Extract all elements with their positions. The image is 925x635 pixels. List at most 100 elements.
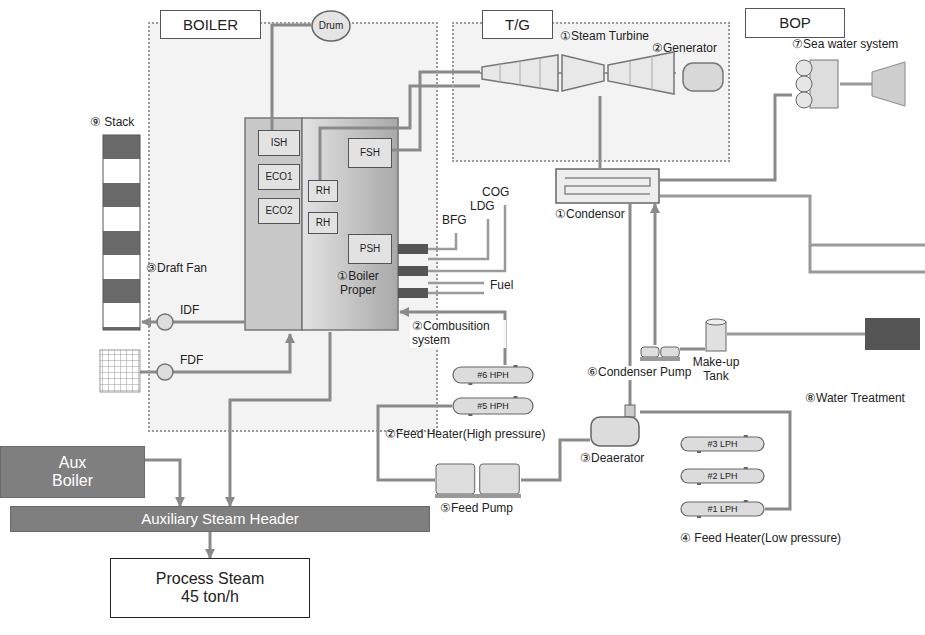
steam-header: Auxiliary Steam Header bbox=[10, 506, 430, 532]
node-label: T/G bbox=[482, 10, 553, 39]
feed-pump: ⑤Feed Pump bbox=[435, 462, 521, 498]
air-intake bbox=[100, 350, 140, 392]
boiler-body bbox=[302, 118, 398, 330]
callout-label: IDF bbox=[180, 304, 199, 318]
pipe-connector bbox=[230, 332, 330, 506]
pipe-connector bbox=[680, 348, 705, 351]
burners bbox=[398, 244, 428, 298]
water-treatment-box bbox=[865, 318, 920, 350]
stack bbox=[103, 135, 140, 330]
deaerator: ③Deaerator bbox=[590, 405, 640, 447]
boiler-proper: ①Boiler Proper RH RH FSH PSH bbox=[304, 120, 400, 332]
node-label: ③Deaerator bbox=[580, 452, 644, 466]
shape-outline bbox=[435, 462, 521, 498]
callout-label: ②Feed Heater(High pressure) bbox=[385, 428, 545, 442]
turbine-generator-area: T/G①Steam Turbine②Generator bbox=[452, 22, 730, 162]
pipe-connector bbox=[209, 532, 212, 558]
node-label: ⑦Sea water system bbox=[792, 38, 898, 52]
callout-label: LDG bbox=[470, 200, 495, 214]
aux-boiler: Aux Boiler bbox=[0, 446, 145, 498]
node-label: BOILER bbox=[160, 10, 261, 39]
node-label: Aux Boiler bbox=[38, 454, 108, 491]
steam-turbine: ①Steam Turbine bbox=[480, 50, 676, 96]
node-label: PSH bbox=[360, 243, 381, 255]
callout-label: COG bbox=[482, 186, 509, 200]
callout-label: ②Combusition system bbox=[410, 320, 506, 348]
idf-fan bbox=[157, 314, 173, 330]
sea-water-pumps: ⑦Sea water system bbox=[792, 58, 840, 110]
boiler-area: BOILERDrumISHECO1ECO2①Boiler ProperRHRHF… bbox=[148, 22, 438, 432]
hp-heater: #6 HPH bbox=[452, 365, 534, 385]
superheater-box: FSH bbox=[348, 138, 392, 168]
shape-outline bbox=[555, 168, 660, 204]
node-label: #2 LPH bbox=[707, 471, 737, 481]
node-label: ①Steam Turbine bbox=[560, 30, 649, 44]
steam-drum: Drum bbox=[311, 10, 351, 42]
process-steam-box: Process Steam 45 ton/h bbox=[110, 558, 310, 618]
shape-outline bbox=[640, 345, 680, 361]
pipe-connector bbox=[320, 86, 480, 180]
node-label: RH bbox=[316, 217, 330, 229]
shape-outline bbox=[590, 405, 640, 447]
shape-outline bbox=[480, 50, 676, 96]
reheater-box: RH bbox=[308, 212, 338, 234]
node-label: ⑥Condenser Pump bbox=[585, 366, 693, 380]
economizer-column bbox=[245, 118, 302, 330]
shape-outline bbox=[792, 58, 840, 110]
node-label: #3 LPH bbox=[707, 439, 737, 449]
pipe-connector bbox=[599, 96, 602, 168]
lp-heater: #1 LPH bbox=[680, 500, 765, 518]
node-label: ⑤Feed Pump bbox=[440, 502, 513, 516]
callout-label: FDF bbox=[180, 354, 203, 368]
callout-label: ⑧Water Treatment bbox=[805, 392, 905, 406]
node-label: #1 LPH bbox=[707, 504, 737, 514]
node-label: BOP bbox=[779, 14, 811, 31]
boiler-area-ground bbox=[148, 22, 438, 432]
shape-outline bbox=[705, 318, 727, 352]
callout-label: Fuel bbox=[490, 279, 513, 293]
shape-outline bbox=[682, 62, 724, 92]
economizer-box: ECO2 bbox=[258, 198, 300, 224]
node-label: Process Steam 45 ton/h bbox=[145, 570, 275, 607]
node-label: ECO2 bbox=[265, 205, 292, 217]
node-label: ①Condensor bbox=[555, 208, 625, 222]
node-label: ISH bbox=[271, 137, 288, 149]
node-label: Auxiliary Steam Header bbox=[141, 510, 299, 527]
fdf-fan bbox=[157, 364, 173, 380]
node-label: ①Boiler Proper bbox=[326, 270, 390, 298]
node-label: #5 HPH bbox=[477, 401, 509, 411]
superheater-box: ISH bbox=[258, 130, 300, 156]
bop-box: BOP bbox=[745, 8, 845, 38]
lp-heater: #3 LPH bbox=[680, 435, 765, 453]
pipe-connector bbox=[392, 72, 480, 150]
node-label: RH bbox=[316, 185, 330, 197]
condenser-pump: ⑥Condenser Pump bbox=[640, 345, 680, 361]
node-label: #6 HPH bbox=[477, 370, 509, 380]
pipe-connector bbox=[660, 95, 792, 180]
pipe-connector bbox=[521, 440, 590, 480]
condenser: ①Condensor bbox=[555, 168, 660, 204]
pipe-connector bbox=[272, 25, 311, 130]
lp-heater: #2 LPH bbox=[680, 467, 765, 485]
callout-label: ⑨ Stack bbox=[90, 116, 134, 130]
pipe-connector bbox=[640, 412, 790, 509]
economizer-box: ECO1 bbox=[258, 164, 300, 190]
intake-nozzle bbox=[872, 62, 905, 106]
cooling-water-pipes bbox=[660, 84, 925, 334]
reheater-box: RH bbox=[308, 180, 338, 202]
node-label: ②Generator bbox=[652, 42, 717, 56]
pipe-connector bbox=[654, 204, 657, 345]
node-label: Make-up Tank bbox=[683, 356, 749, 384]
tg-area-ground bbox=[452, 22, 730, 162]
pipe-connector bbox=[400, 312, 505, 365]
superheater-box: PSH bbox=[348, 234, 392, 264]
callout-label: ④ Feed Heater(Low pressure) bbox=[680, 532, 841, 546]
node-label: ECO1 bbox=[265, 171, 292, 183]
pipe-connector bbox=[145, 460, 180, 506]
node-label: FSH bbox=[360, 147, 380, 159]
makeup-tank: Make-up Tank bbox=[705, 318, 727, 352]
node-label: Drum bbox=[319, 20, 343, 32]
callout-label: BFG bbox=[442, 214, 467, 228]
generator: ②Generator bbox=[682, 62, 724, 92]
